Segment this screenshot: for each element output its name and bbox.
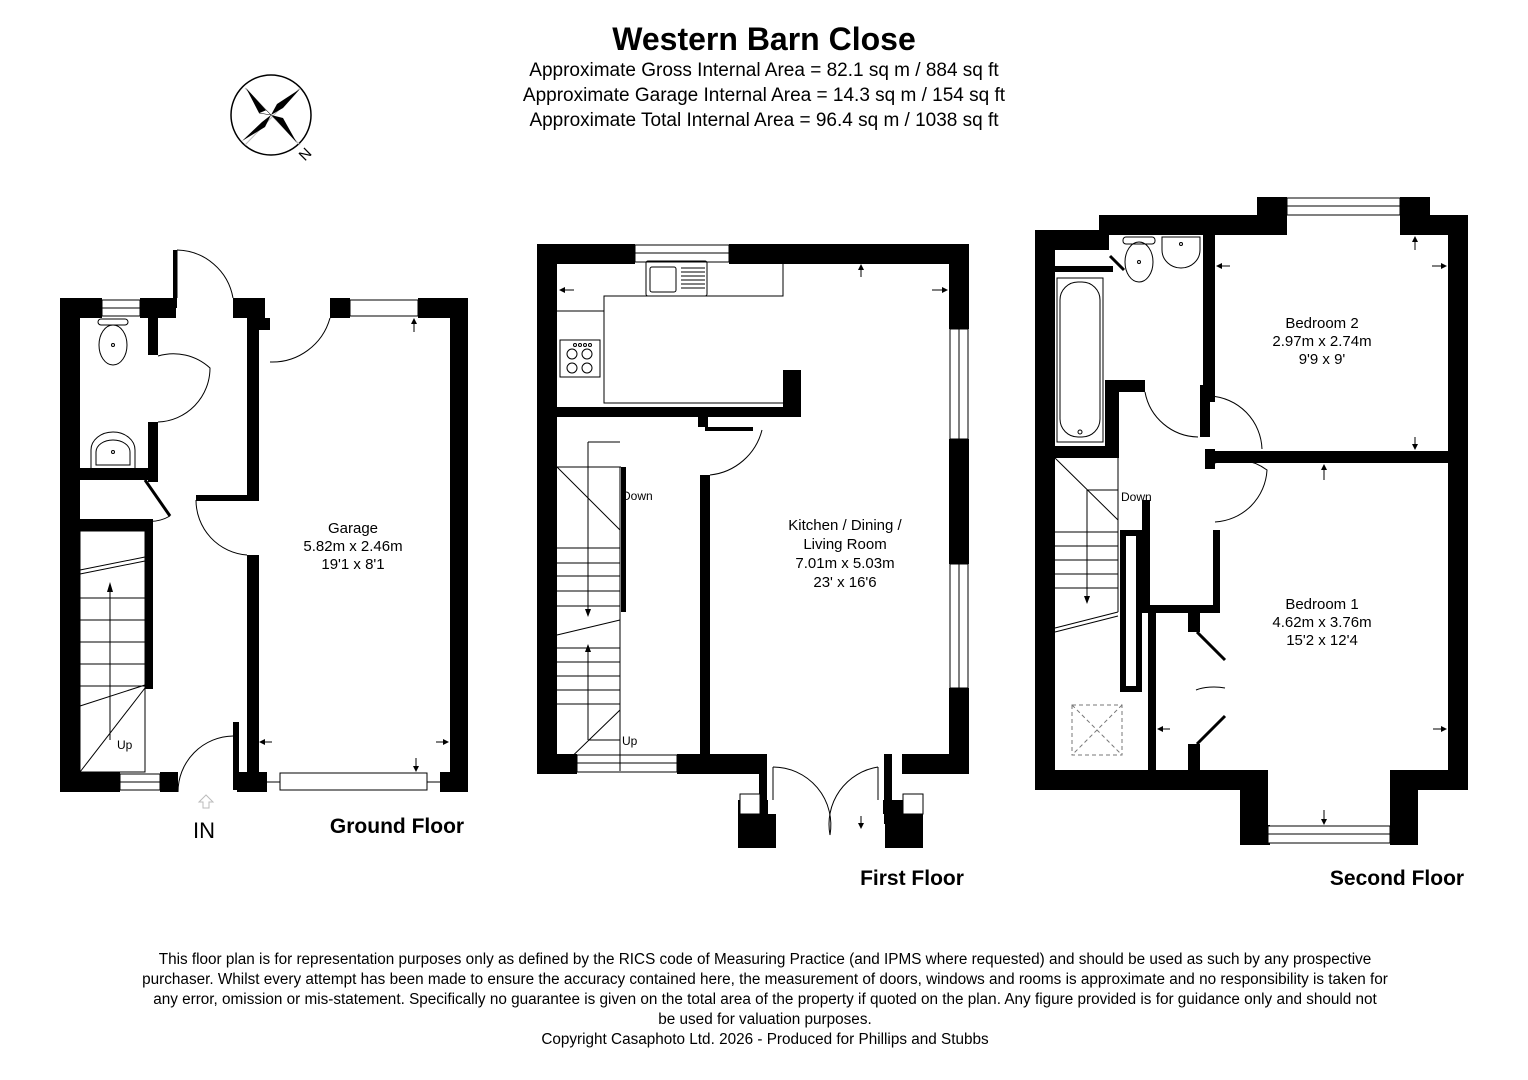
ground-stairs: Up <box>79 530 146 773</box>
bath-icon <box>1056 277 1104 443</box>
ground-stairs-up-label: Up <box>117 738 133 752</box>
kitchen-name-line1: Kitchen / Dining / <box>788 517 902 534</box>
sink-icon <box>645 260 708 297</box>
disclaimer-line: purchaser. Whilst every attempt has been… <box>142 971 1388 988</box>
second-stairs-down-label: Down <box>1121 490 1152 504</box>
kitchen-name-line2: Living Room <box>803 536 886 553</box>
first-stairs-up-label: Up <box>622 734 638 748</box>
ground-floor-label: Ground Floor <box>330 815 464 838</box>
ground-floor-plan: Up IN Garage 5.82m x 2.46m 19'1 x 8'1 <box>60 249 468 843</box>
garage-measure-arrows <box>259 318 449 772</box>
entrance-arrow-icon <box>197 794 215 809</box>
first-floor-stairs: Down Up <box>556 441 653 772</box>
garage-name: Garage <box>328 520 378 537</box>
gross-internal-area: Approximate Gross Internal Area = 82.1 s… <box>529 60 999 81</box>
compass-rose-icon: N <box>230 74 316 165</box>
bedroom1-name: Bedroom 1 <box>1285 596 1358 613</box>
second-floor-plan: Down Bedroom 2 2.97m x 2.74m 9'9 x 9' Be… <box>1035 197 1468 890</box>
first-floor-label: First Floor <box>860 867 964 890</box>
bedroom2-imperial: 9'9 x 9' <box>1299 351 1346 368</box>
garage-internal-area: Approximate Garage Internal Area = 14.3 … <box>522 85 1006 106</box>
disclaimer-line: This floor plan is for representation pu… <box>158 951 1372 968</box>
compass-north-label: N <box>296 145 316 165</box>
toilet-icon <box>97 318 129 366</box>
kitchen-measure-arrows <box>559 264 948 829</box>
bedroom-measure-arrows <box>1157 236 1447 825</box>
bedroom1-metric: 4.62m x 3.76m <box>1272 614 1371 631</box>
garage-metric: 5.82m x 2.46m <box>303 538 402 555</box>
bedroom1-imperial: 15'2 x 12'4 <box>1286 632 1358 649</box>
entrance-label: IN <box>193 818 215 843</box>
disclaimer-line: any error, omission or mis-statement. Sp… <box>153 991 1377 1008</box>
first-floor-plan: Down Up Kitchen / Dining / Living Room 7… <box>537 244 969 890</box>
kitchen-metric: 7.01m x 5.03m <box>795 555 894 572</box>
property-title: Western Barn Close <box>612 21 916 57</box>
toilet-icon <box>1122 236 1156 283</box>
bedroom2-metric: 2.97m x 2.74m <box>1272 333 1371 350</box>
kitchen-imperial: 23' x 16'6 <box>813 574 876 591</box>
wash-basin-icon <box>1161 236 1201 269</box>
garage-imperial: 19'1 x 8'1 <box>321 556 384 573</box>
loft-hatch-icon <box>1071 704 1123 756</box>
bedroom2-name: Bedroom 2 <box>1285 315 1358 332</box>
second-floor-label: Second Floor <box>1330 867 1464 890</box>
disclaimer-line: be used for valuation purposes. <box>658 1011 872 1028</box>
copyright-line: Copyright Casaphoto Ltd. 2026 - Produced… <box>541 1031 989 1048</box>
first-stairs-down-label: Down <box>622 489 653 503</box>
hob-icon <box>559 339 601 378</box>
plan-header: Western Barn Close Approximate Gross Int… <box>0 20 1528 133</box>
disclaimer-footer: This floor plan is for representation pu… <box>100 950 1430 1050</box>
kitchen-worktop <box>557 264 784 404</box>
wash-basin-icon <box>90 431 136 468</box>
total-internal-area: Approximate Total Internal Area = 96.4 s… <box>529 110 999 131</box>
second-floor-stairs: Down <box>1054 457 1152 633</box>
